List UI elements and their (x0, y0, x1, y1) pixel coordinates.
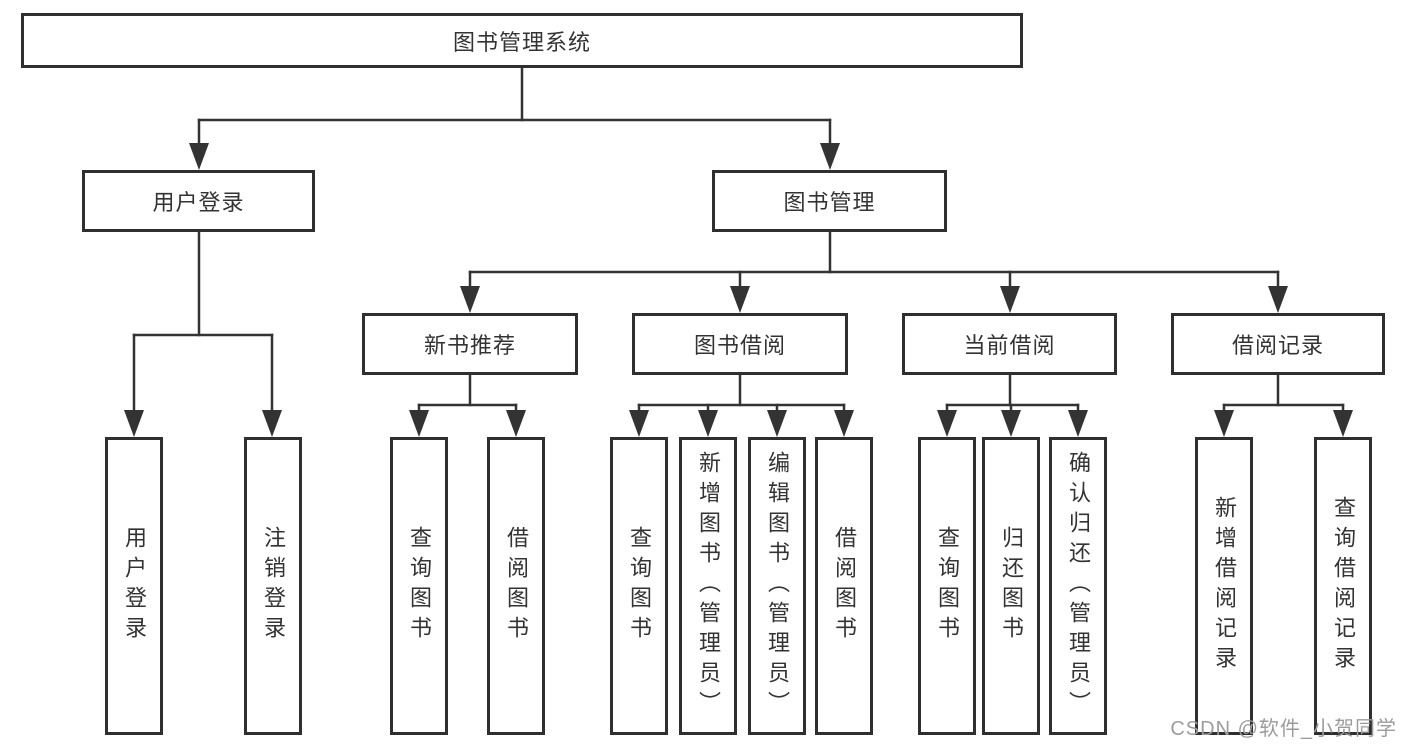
watermark: CSDN @软件_小贺同学 (1170, 718, 1397, 740)
leaf-user-login: 用户登录 (105, 437, 163, 735)
leaf-recommend-query-books-label: 查询图书 (407, 526, 432, 646)
leaf-borrowing-add-books-admin: 新增图书（管理员） (679, 437, 737, 735)
leaf-borrowing-edit-books-admin-label: 编辑图书（管理员） (765, 451, 790, 721)
leaf-logout: 注销登录 (244, 437, 302, 735)
leaf-borrowing-borrow-books: 借阅图书 (815, 437, 873, 735)
leaf-recommend-query-books: 查询图书 (390, 437, 448, 735)
leaf-current-confirm-return-admin-label: 确认归还（管理员） (1066, 451, 1091, 721)
node-library-management-system: 图书管理系统 (21, 13, 1023, 68)
leaf-borrowing-query-books: 查询图书 (610, 437, 668, 735)
leaf-borrowing-borrow-books-label: 借阅图书 (832, 526, 857, 646)
leaf-borrowing-query-books-label: 查询图书 (627, 526, 652, 646)
node-book-borrowing: 图书借阅 (632, 313, 848, 375)
leaf-user-login-label: 用户登录 (122, 526, 147, 646)
leaf-recommend-borrow-books-label: 借阅图书 (504, 526, 529, 646)
leaf-current-query-books-label: 查询图书 (935, 526, 960, 646)
leaf-logout-label: 注销登录 (261, 526, 286, 646)
leaf-recommend-borrow-books: 借阅图书 (487, 437, 545, 735)
leaf-records-add-record: 新增借阅记录 (1195, 437, 1253, 735)
leaf-borrowing-edit-books-admin: 编辑图书（管理员） (748, 437, 806, 735)
node-borrow-records: 借阅记录 (1171, 313, 1385, 375)
leaf-current-query-books: 查询图书 (918, 437, 976, 735)
node-new-book-recommend: 新书推荐 (362, 313, 578, 375)
node-user-login: 用户登录 (82, 170, 315, 232)
leaf-records-query-record: 查询借阅记录 (1314, 437, 1372, 735)
leaf-current-return-books: 归还图书 (982, 437, 1040, 735)
leaf-borrowing-add-books-admin-label: 新增图书（管理员） (696, 451, 721, 721)
node-book-management: 图书管理 (712, 170, 947, 232)
leaf-current-return-books-label: 归还图书 (999, 526, 1024, 646)
leaf-current-confirm-return-admin: 确认归还（管理员） (1049, 437, 1107, 735)
node-current-borrowing: 当前借阅 (902, 313, 1117, 375)
leaf-records-add-record-label: 新增借阅记录 (1212, 496, 1237, 676)
leaf-records-query-record-label: 查询借阅记录 (1331, 496, 1356, 676)
